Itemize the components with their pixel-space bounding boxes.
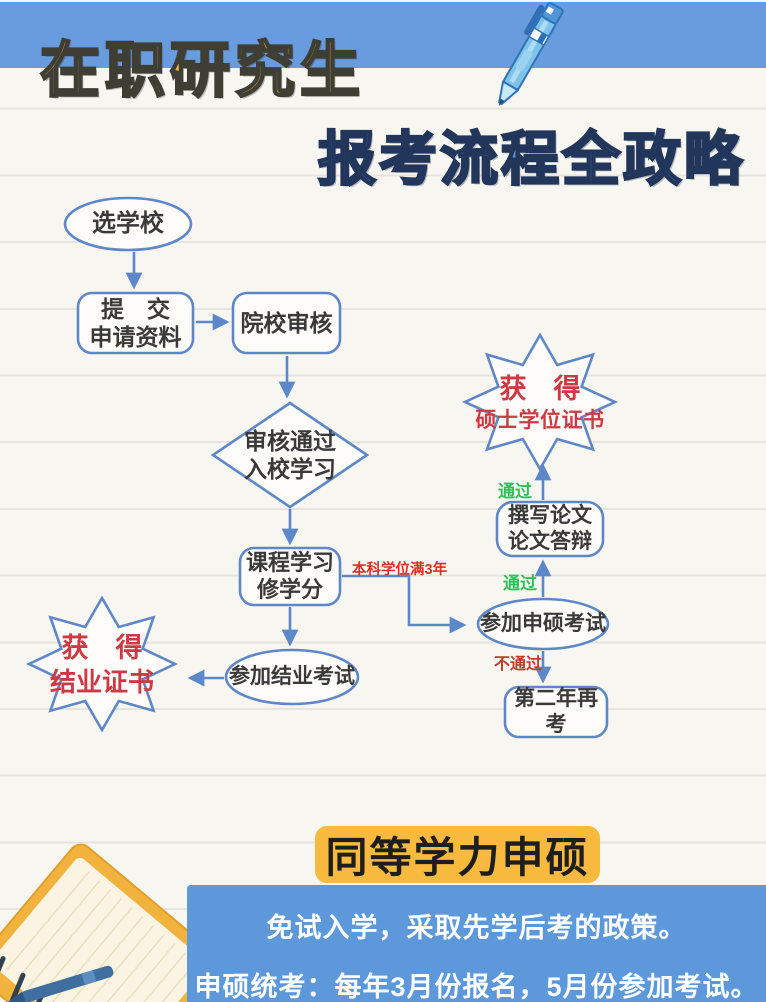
pen-icon xyxy=(498,2,564,106)
node-decision-shape xyxy=(210,401,370,509)
edge-label-pass-upper: 通过 xyxy=(498,482,532,501)
edge-label-fail: 不通过 xyxy=(494,656,543,673)
node-submit-label: 提 交 申请资料 xyxy=(89,295,182,350)
header-band xyxy=(0,2,766,68)
footer-line-1: 免试入学，采取先学后考的政策。 xyxy=(266,913,687,943)
node-course-shape xyxy=(238,546,342,607)
node-school-review-shape xyxy=(231,291,342,355)
footer-line-2: 申硕统考：每年3月份报名，5月份参加考试。 xyxy=(194,972,759,1002)
node-choose-school-shape xyxy=(63,196,193,252)
node-thesis-label: 撰写论文 论文答辩 xyxy=(508,504,592,553)
page-title: 在职研究生 xyxy=(39,36,365,106)
page-subtitle: 报考流程全政略 xyxy=(317,126,746,194)
node-decision-label: 审核通过 入校学习 xyxy=(244,427,336,482)
node-retry-shape xyxy=(503,685,609,739)
node-thesis-shape xyxy=(495,500,605,558)
star-master-cert-label: 获 得 硕士学位证书 xyxy=(475,373,605,432)
flow-connectors xyxy=(125,252,552,687)
star-completion-cert-shape xyxy=(25,595,179,733)
node-shuoshi-exam-shape xyxy=(476,597,610,651)
edge-label-pass-lower: 通过 xyxy=(503,574,537,593)
star-completion-cert-label: 获 得 结业证书 xyxy=(49,632,154,697)
node-choose-school-label: 选学校 xyxy=(92,210,164,238)
edge-label-condition: 本科学位满3年 xyxy=(352,562,448,578)
node-shuoshi-exam-label: 参加申硕考试 xyxy=(480,612,606,636)
star-master-cert-shape xyxy=(461,332,619,472)
node-retry-label: 第二年再考 xyxy=(514,687,598,736)
notebook-pen-icon xyxy=(6,965,114,1002)
notebook-icon xyxy=(0,843,221,1002)
node-completion-exam-shape xyxy=(224,648,360,706)
node-submit-shape xyxy=(76,291,195,355)
node-school-review-label: 院校审核 xyxy=(240,309,333,336)
node-completion-exam-label: 参加结业考试 xyxy=(229,665,355,689)
node-course-label: 课程学习 修学分 xyxy=(245,549,334,602)
footer-badge: 同等学力申硕 xyxy=(315,826,600,883)
footer-panel: 免试入学，采取先学后考的政策。 申硕统考：每年3月份报名，5月份参加考试。 xyxy=(187,885,766,1002)
